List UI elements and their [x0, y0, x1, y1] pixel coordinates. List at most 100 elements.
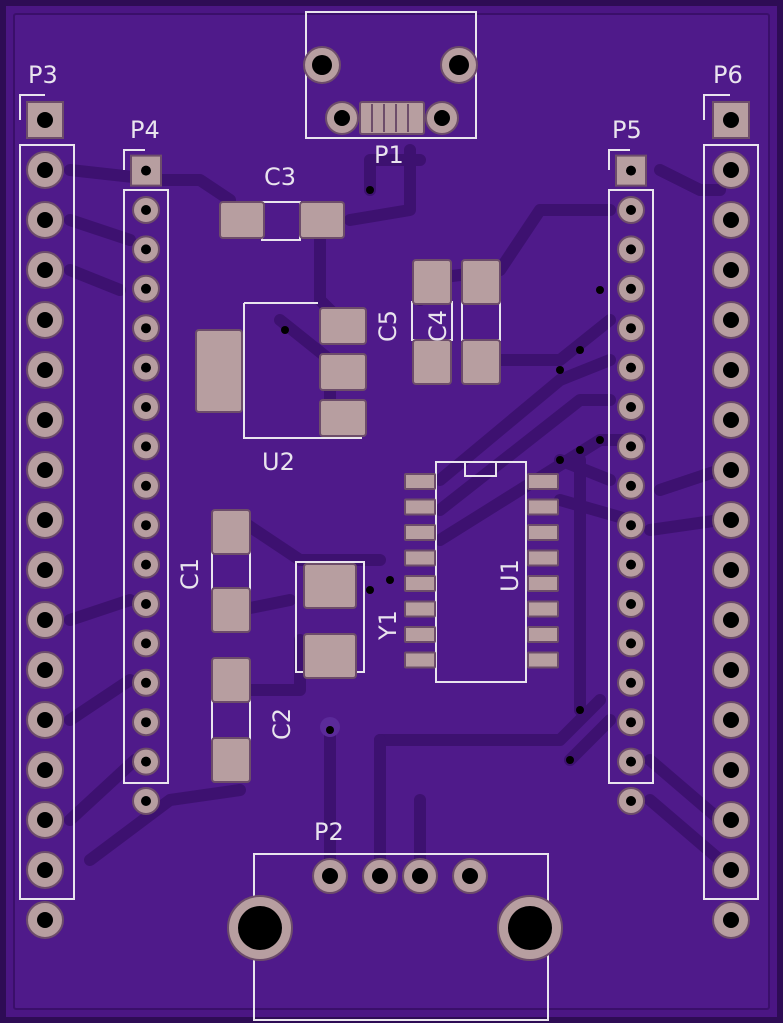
u1-pad — [527, 498, 559, 516]
p5-pin-drill — [626, 796, 636, 806]
p1-mount-drill — [449, 55, 469, 75]
p4-pin1-drill — [141, 165, 151, 176]
label-c4: C4 — [424, 310, 452, 342]
trace — [374, 694, 606, 746]
p3-pin-drill — [37, 262, 53, 278]
trace — [64, 594, 136, 626]
p4-pin-drill — [141, 283, 151, 294]
c5-pad — [461, 339, 501, 385]
trace — [64, 164, 236, 206]
label-u2: U2 — [262, 448, 295, 476]
p4-pin-drill — [141, 677, 151, 688]
label-c2: C2 — [268, 708, 296, 740]
p3-pin-drill — [37, 312, 53, 328]
via — [596, 286, 604, 294]
p3-pin-drill — [37, 662, 53, 678]
p5-pin-drill — [626, 362, 636, 373]
u1-pad — [527, 626, 559, 643]
p5-outline — [608, 189, 654, 784]
p6-pin-drill — [723, 462, 739, 478]
u1-pad — [527, 549, 559, 567]
smd-pad-layer — [195, 101, 501, 783]
p6-pin-drill — [723, 812, 739, 828]
p4-pin-drill — [141, 402, 151, 412]
p3-pin1-drill — [37, 112, 53, 128]
p3-pin-drill — [37, 912, 53, 928]
p6-pin-drill — [723, 162, 739, 178]
p1-smd-pad — [359, 101, 425, 135]
p5-pin-drill — [626, 283, 636, 294]
via — [556, 456, 564, 464]
label-p5: P5 — [612, 116, 642, 144]
p3-pin-drill — [37, 812, 53, 828]
u2-pad-large — [195, 329, 243, 413]
p5-pin-drill — [626, 717, 636, 728]
p4-outline — [123, 189, 169, 784]
trace — [234, 514, 386, 566]
via — [326, 726, 334, 734]
p1-pad-slots — [371, 104, 409, 132]
trace — [344, 144, 416, 226]
p2-mount-drill — [508, 906, 552, 950]
trace — [554, 494, 636, 526]
p5-pin-drill — [626, 323, 636, 334]
trace — [364, 154, 426, 196]
p4-pin-drill — [141, 756, 151, 767]
p6-pin-drill — [723, 362, 739, 378]
p3-pin-drill — [37, 212, 53, 228]
y1-pad — [303, 563, 357, 609]
p5-pin-drill — [626, 244, 636, 255]
u2-pad — [319, 399, 367, 437]
p5-pin-drill — [626, 480, 636, 491]
trace — [434, 354, 616, 486]
p6-pin-drill — [723, 562, 739, 578]
trace — [64, 214, 136, 246]
p4-pin1-pad — [130, 154, 162, 187]
p5-pin-drill — [626, 441, 636, 452]
p6-pin-drill — [723, 212, 739, 228]
p5-pin-drill — [626, 599, 636, 609]
p3-pin-drill — [37, 612, 53, 628]
trace — [654, 164, 726, 196]
p2-pin-drill — [372, 868, 388, 884]
p4-pin-drill — [141, 441, 151, 452]
p6-marker — [703, 94, 730, 120]
p2-connector-pads — [227, 858, 563, 961]
p4-pin-drill — [141, 520, 151, 531]
p2-pin-drill — [322, 868, 338, 884]
p3-outline — [19, 144, 75, 900]
c4-pad — [412, 259, 452, 305]
c4-pad — [412, 339, 452, 385]
u1-pad-group — [404, 473, 559, 669]
p6-pin-drill — [723, 862, 739, 878]
p4-pin-drill — [141, 480, 151, 491]
trace — [644, 514, 726, 536]
label-p6: P6 — [713, 61, 743, 89]
p4-pin-drill — [141, 323, 151, 334]
ground-pour — [13, 13, 770, 1010]
p5-pin-drill — [626, 756, 636, 767]
p1-mount-holes — [303, 46, 478, 135]
p4-pin-drill — [141, 559, 151, 570]
trace — [644, 794, 726, 866]
y1-pad — [303, 633, 357, 679]
c5-pad — [461, 259, 501, 305]
p6-pin-drill — [723, 412, 739, 428]
trace — [434, 394, 616, 516]
reference-labels: P1 P2 P3 P4 P5 P6 C3 U2 C5 C4 C1 C2 Y1 U… — [28, 61, 743, 846]
p4-pin-drill — [141, 717, 151, 728]
trace — [564, 714, 616, 766]
u1-pad — [404, 473, 436, 490]
p6-pin-drill — [723, 612, 739, 628]
p2-pin-drill — [462, 868, 478, 884]
p1-mount-drill — [312, 55, 332, 75]
via — [576, 446, 584, 454]
p6-pin-drill — [723, 712, 739, 728]
p4-pin-drill — [141, 599, 151, 609]
u1-pad — [404, 498, 436, 516]
u1-pad — [404, 651, 436, 669]
p1-side-drill — [334, 110, 350, 126]
p6-pin-drill — [723, 662, 739, 678]
via — [366, 186, 374, 194]
u1-pad — [404, 600, 436, 618]
